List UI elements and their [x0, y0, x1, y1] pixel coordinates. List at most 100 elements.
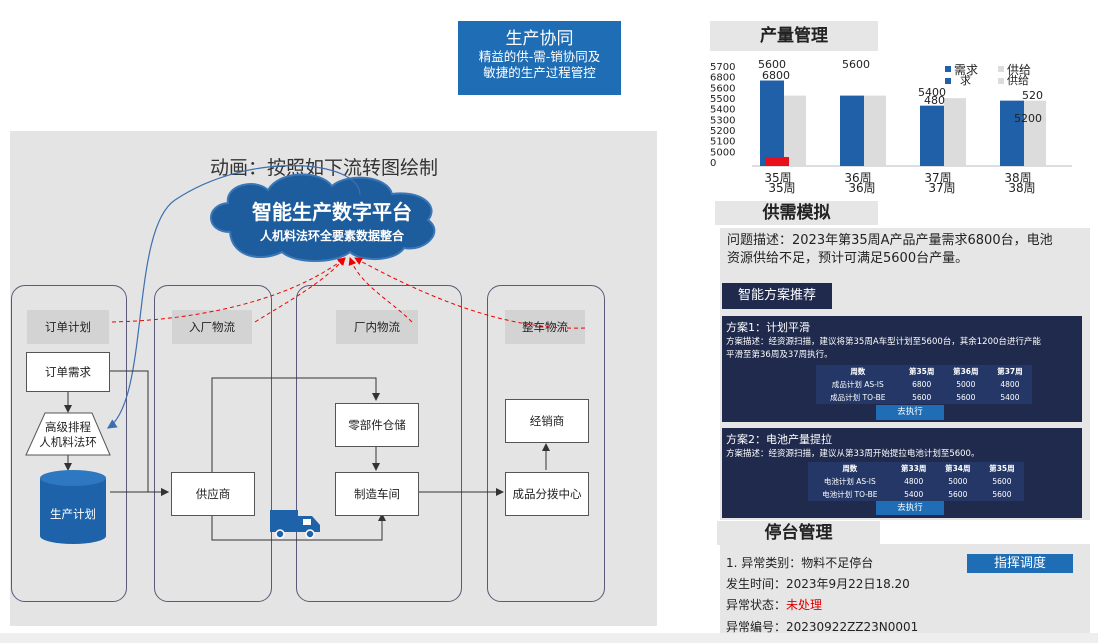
bar-demand [760, 80, 784, 166]
table-header: 周数 [850, 367, 866, 376]
stop-status: 异常状态：未处理 [726, 596, 822, 613]
table-header: 周数 [842, 464, 858, 473]
supply-sim-title: 供需模拟 [715, 201, 878, 225]
header-subtitle-2: 敏捷的生产过程管控 [483, 65, 596, 80]
x-tick-label: 37周 [928, 181, 955, 195]
data-label: 520 [1022, 89, 1043, 102]
legend-swatch-demand [945, 78, 951, 84]
table-cell: 4800 [1000, 380, 1020, 389]
x-tick-label: 37周 [924, 171, 951, 185]
y-tick-label: 5400 [710, 105, 735, 116]
option-1-desc-1: 方案描述：经资源扫描，建议将第35周A车型计划至5600台，其余1200台进行产… [726, 337, 1041, 347]
stop-time: 发生时间：2023年9月22日18.20 [726, 577, 910, 591]
legend-swatch-demand [945, 66, 951, 72]
table-cell: 5400 [1000, 393, 1020, 402]
stop-status-label: 异常状态： [726, 598, 787, 612]
data-label: 5600 [758, 58, 786, 71]
table-cell: 成品计划 TO-BE [830, 393, 886, 402]
table-cell: 电池计划 TO-BE [822, 490, 878, 499]
shortfall-bar [765, 157, 789, 166]
node-parts-warehouse[interactable]: 零部件仓储 [335, 403, 419, 447]
dispatch-button[interactable]: 指挥调度 [967, 554, 1073, 573]
y-tick-label: 5100 [710, 137, 735, 148]
option-card-2: 方案2：电池产量提拉 方案描述：经资源扫描，建议从第33周开始提拉电池计划至56… [722, 428, 1082, 518]
option-2-table: 周数 第33周 第34周 第35周 电池计划 AS-IS 4800 5000 5… [808, 462, 1024, 501]
table-cell: 5600 [992, 477, 1012, 486]
y-tick-label: 5200 [710, 126, 735, 137]
node-manufacturing-shop[interactable]: 制造车间 [335, 472, 419, 516]
table-header: 第35周 [908, 367, 935, 376]
x-tick-label: 38周 [1008, 181, 1035, 195]
table-cell: 成品计划 AS-IS [831, 380, 884, 389]
stop-code: 异常编号：20230922ZZ23N0001 [726, 620, 919, 634]
option-2-desc-1: 方案描述：经资源扫描，建议从第33周开始提拉电池计划至5600。 [726, 449, 980, 459]
legend-label-demand: 需求 [954, 63, 978, 77]
header-subtitle-1: 精益的供-需-销协同及 [478, 49, 601, 64]
y-tick-label: 5600 [710, 83, 735, 94]
node-production-plan[interactable]: 生产计划 [50, 507, 96, 521]
table-row: 成品计划 TO-BE 5600 5600 5400 [816, 391, 1032, 404]
table-cell: 5000 [948, 477, 968, 486]
x-tick-label: 36周 [844, 171, 871, 185]
problem-description: 问题描述：2023年第35周A产品产量需求6800台，电池 资源供给不足，预计可… [720, 228, 1090, 283]
node-dealer[interactable]: 经销商 [505, 399, 589, 443]
table-cell: 6800 [912, 380, 932, 389]
bar-supply [944, 98, 966, 166]
bar-demand [840, 95, 864, 166]
column-head-order-plan: 订单计划 [27, 310, 109, 344]
cloud-icon [210, 173, 436, 262]
table-header: 第33周 [900, 464, 927, 473]
table-cell: 5400 [904, 490, 924, 499]
cloud-title: 智能生产数字平台 [252, 200, 412, 224]
table-cell: 电池计划 AS-IS [823, 477, 876, 486]
table-row: 电池计划 AS-IS 4800 5000 5600 [808, 475, 1024, 488]
legend-swatch-supply [998, 78, 1004, 84]
option-2-title: 方案2：电池产量提拉 [726, 433, 832, 446]
table-cell: 5600 [948, 490, 968, 499]
table-header: 第35周 [989, 464, 1015, 473]
stop-mgmt-title: 停台管理 [717, 521, 880, 545]
output-chart: 570068005600550054005300520051005000035周… [710, 58, 1072, 195]
y-tick-label: 5700 [710, 62, 735, 73]
stop-category: 1. 异常类别：物料不足停台 [726, 556, 874, 570]
execute-option-1-button[interactable]: 去执行 [876, 405, 944, 420]
column-head-plant: 厂内物流 [336, 310, 418, 344]
output-management-title: 产量管理 [710, 21, 878, 51]
execute-option-2-button[interactable]: 去执行 [876, 501, 944, 515]
table-cell: 4800 [904, 477, 924, 486]
legend-label-supply: 供给 [1007, 73, 1029, 87]
y-tick-label: 5500 [710, 94, 735, 105]
data-label: 5200 [1014, 112, 1042, 125]
table-header: 第37周 [997, 367, 1023, 376]
option-1-title: 方案1：计划平滑 [726, 321, 810, 334]
table-row: 电池计划 TO-BE 5400 5600 5600 [808, 488, 1024, 501]
data-label: 6800 [762, 69, 790, 82]
legend-swatch-supply [998, 66, 1004, 72]
recommend-title: 智能方案推荐 [722, 283, 832, 309]
data-label: 480 [924, 94, 945, 107]
table-row: 成品计划 AS-IS 6800 5000 4800 [816, 378, 1032, 391]
data-label: 5400 [918, 86, 946, 99]
node-advanced-scheduling[interactable]: 高级排程 人机料法环 [39, 420, 97, 449]
bar-supply [864, 95, 886, 166]
bar-demand [920, 105, 944, 166]
y-tick-label: 6800 [710, 73, 735, 84]
option-1-desc-2: 平滑至第36周及37周执行。 [726, 350, 833, 360]
node-order-demand[interactable]: 订单需求 [26, 352, 110, 392]
y-tick-label: 5000 [710, 147, 735, 158]
bar-demand [1000, 100, 1024, 166]
scheduling-shape [25, 412, 111, 456]
x-tick-label: 35周 [768, 181, 795, 195]
legend-label-demand: 求 [960, 74, 971, 87]
table-cell: 5600 [956, 393, 976, 402]
column-head-vehicle: 整车物流 [505, 310, 585, 344]
table-cell: 5600 [992, 490, 1012, 499]
x-tick-label: 38周 [1004, 171, 1031, 185]
problem-line-1: 问题描述：2023年第35周A产品产量需求6800台，电池 [727, 233, 1053, 248]
node-distribution-center[interactable]: 成品分拨中心 [505, 472, 589, 516]
table-header: 第34周 [945, 464, 971, 473]
node-supplier[interactable]: 供应商 [171, 472, 255, 516]
option-1-table: 周数 第35周 第36周 第37周 成品计划 AS-IS 6800 5000 4… [816, 365, 1032, 404]
legend-label-supply: 供给 [1007, 63, 1031, 77]
